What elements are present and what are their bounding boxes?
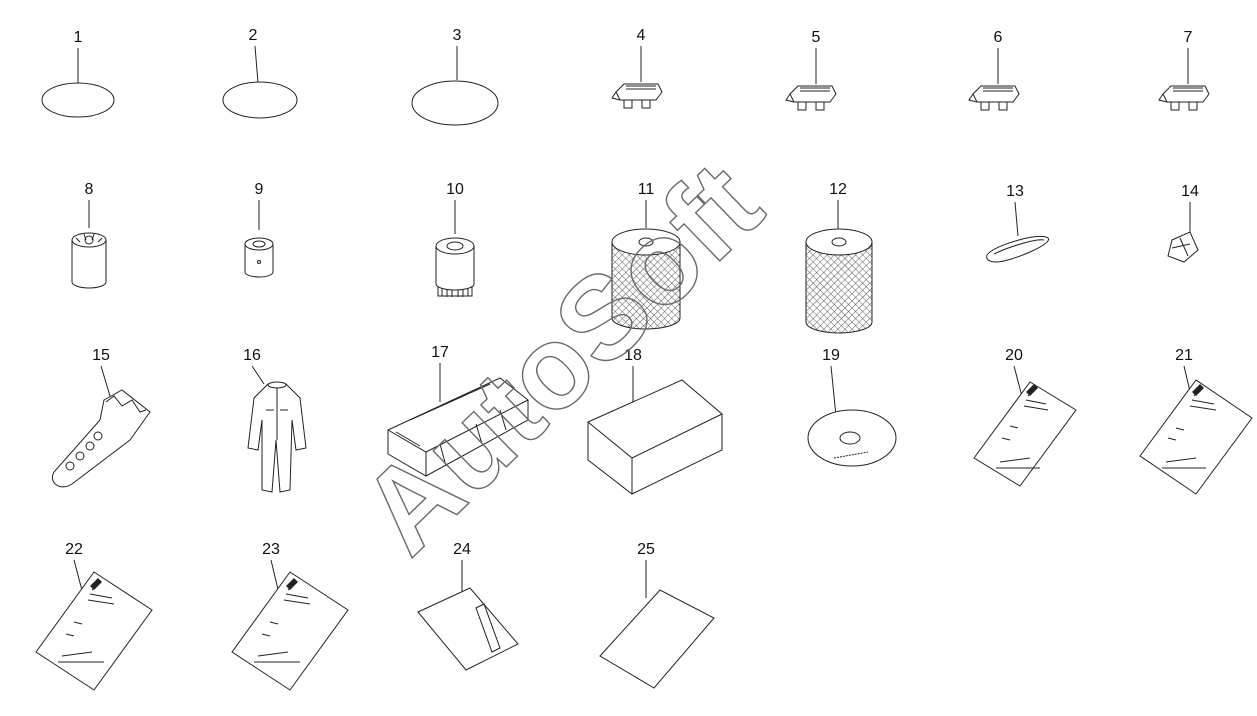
- part-number: 12: [829, 181, 847, 198]
- part-9: 9: [244, 181, 274, 278]
- flashlight-icon: [52, 389, 151, 488]
- manual-icon: [35, 571, 153, 691]
- cd-icon: [807, 409, 897, 467]
- part-number: 9: [255, 181, 264, 198]
- part-number: 21: [1175, 347, 1193, 364]
- part-number: 25: [637, 541, 655, 558]
- part-3: 3: [411, 27, 499, 126]
- part-21: 21: [1139, 347, 1253, 495]
- part-5: 5: [785, 29, 837, 111]
- part-number: 23: [262, 541, 280, 558]
- part-number: 10: [446, 181, 464, 198]
- part-8: 8: [71, 181, 107, 289]
- part-15: 15: [52, 347, 151, 488]
- part-number: 22: [65, 541, 83, 558]
- drive-belt-icon: [986, 235, 1049, 263]
- part-number: 6: [994, 29, 1003, 46]
- part-16: 16: [243, 347, 307, 493]
- box-icon: [587, 379, 723, 495]
- part-number: 1: [74, 29, 83, 46]
- part-2: 2: [222, 27, 298, 119]
- part-number: 13: [1006, 183, 1024, 200]
- part-number: 20: [1005, 347, 1023, 364]
- manual-icon: [973, 381, 1077, 487]
- part-13: 13: [986, 183, 1049, 263]
- part-10: 10: [435, 181, 475, 297]
- blade-fuse-icon: [1158, 85, 1210, 111]
- part-7: 7: [1158, 29, 1210, 111]
- round-label-icon: [41, 82, 115, 118]
- air-filter-icon: [611, 228, 681, 330]
- manual-icon: [231, 571, 349, 691]
- part-number: 2: [249, 27, 258, 44]
- tool-case-icon: [387, 377, 529, 477]
- blade-fuse-icon: [611, 83, 663, 109]
- part-1: 1: [41, 29, 115, 118]
- part-number: 3: [453, 27, 462, 44]
- blade-fuse-icon: [968, 85, 1020, 111]
- part-number: 14: [1181, 183, 1199, 200]
- part-number: 7: [1184, 29, 1193, 46]
- part-23: 23: [231, 541, 349, 691]
- part-14: 14: [1167, 183, 1199, 263]
- part-4: 4: [611, 27, 663, 109]
- part-number: 16: [243, 347, 261, 364]
- part-24: 24: [417, 541, 519, 671]
- part-25: 25: [599, 541, 715, 689]
- part-number: 17: [431, 344, 449, 361]
- fuel-filter-icon: [244, 237, 274, 278]
- part-11: 11: [611, 181, 681, 330]
- blade-fuse-icon: [785, 85, 837, 111]
- round-label-icon: [222, 81, 298, 119]
- part-20: 20: [973, 347, 1077, 487]
- manual-icon: [1139, 379, 1253, 495]
- part-number: 24: [453, 541, 471, 558]
- coverall-icon: [247, 381, 307, 493]
- part-12: 12: [805, 181, 873, 334]
- round-label-icon: [411, 80, 499, 126]
- part-6: 6: [968, 29, 1020, 111]
- part-number: 4: [637, 27, 646, 44]
- part-18: 18: [587, 347, 723, 495]
- part-19: 19: [807, 347, 897, 467]
- part-number: 5: [812, 29, 821, 46]
- part-17: 17: [387, 344, 529, 477]
- folder-icon: [417, 587, 519, 671]
- oil-filter-icon: [71, 232, 107, 289]
- watermark: AutoSoft: [336, 138, 786, 579]
- filter-element-icon: [435, 237, 475, 297]
- small-part-icon: [1167, 231, 1199, 263]
- part-number: 11: [638, 181, 655, 198]
- part-number: 8: [85, 181, 94, 198]
- part-number: 18: [624, 347, 642, 364]
- booklet-icon: [599, 589, 715, 689]
- part-number: 19: [822, 347, 840, 364]
- part-22: 22: [35, 541, 153, 691]
- air-filter-icon: [805, 228, 873, 334]
- part-number: 15: [92, 347, 110, 364]
